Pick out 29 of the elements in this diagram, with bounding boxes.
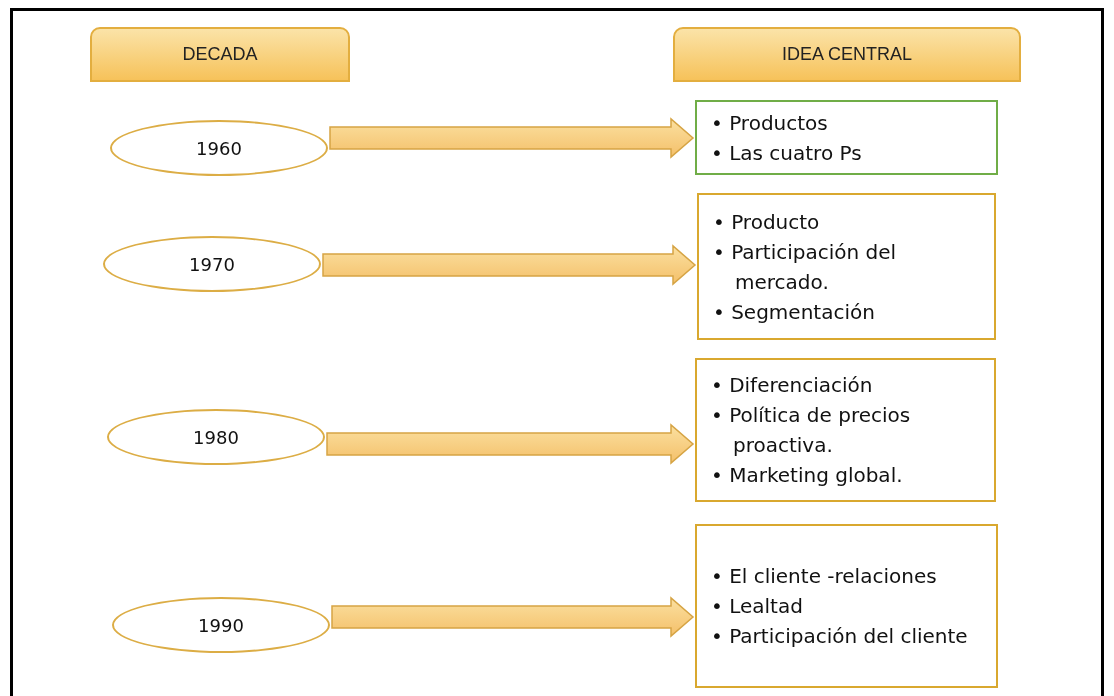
bullet-item: • Participación del mercado. [713, 238, 898, 296]
column-header [90, 27, 350, 82]
decade-ellipse [112, 597, 330, 653]
decade-ellipse [110, 120, 328, 176]
bullet-item: • Participación del cliente [711, 623, 969, 650]
bullet-item: • Segmentación [713, 298, 876, 326]
idea-box [697, 193, 996, 340]
block-arrow [326, 423, 695, 465]
idea-box [695, 524, 998, 688]
bullet-item: • Las cuatro Ps [711, 139, 863, 167]
bullet-item: • Diferenciación [711, 372, 874, 399]
header-text: IDEA CENTRAL [781, 44, 912, 65]
bullet-item: • El cliente -relaciones [711, 563, 938, 590]
bullet-item: • Productos [711, 109, 829, 137]
decade-label: 1970 [189, 253, 235, 275]
decade-label: 1960 [196, 137, 242, 159]
column-header [673, 27, 1021, 82]
block-arrow [322, 244, 697, 286]
block-arrow [329, 117, 695, 159]
block-arrow [331, 596, 695, 638]
idea-box [695, 100, 998, 175]
header-text: DECADA [182, 44, 258, 65]
decade-label: 1990 [198, 614, 244, 636]
idea-box [695, 358, 996, 502]
bullet-item: • Lealtad [711, 593, 804, 620]
bullet-item: • Marketing global. [711, 462, 904, 489]
bullet-item: • Política de precios proactiva. [711, 402, 912, 459]
bullet-item: • Producto [713, 208, 821, 236]
decade-label: 1980 [193, 426, 239, 448]
